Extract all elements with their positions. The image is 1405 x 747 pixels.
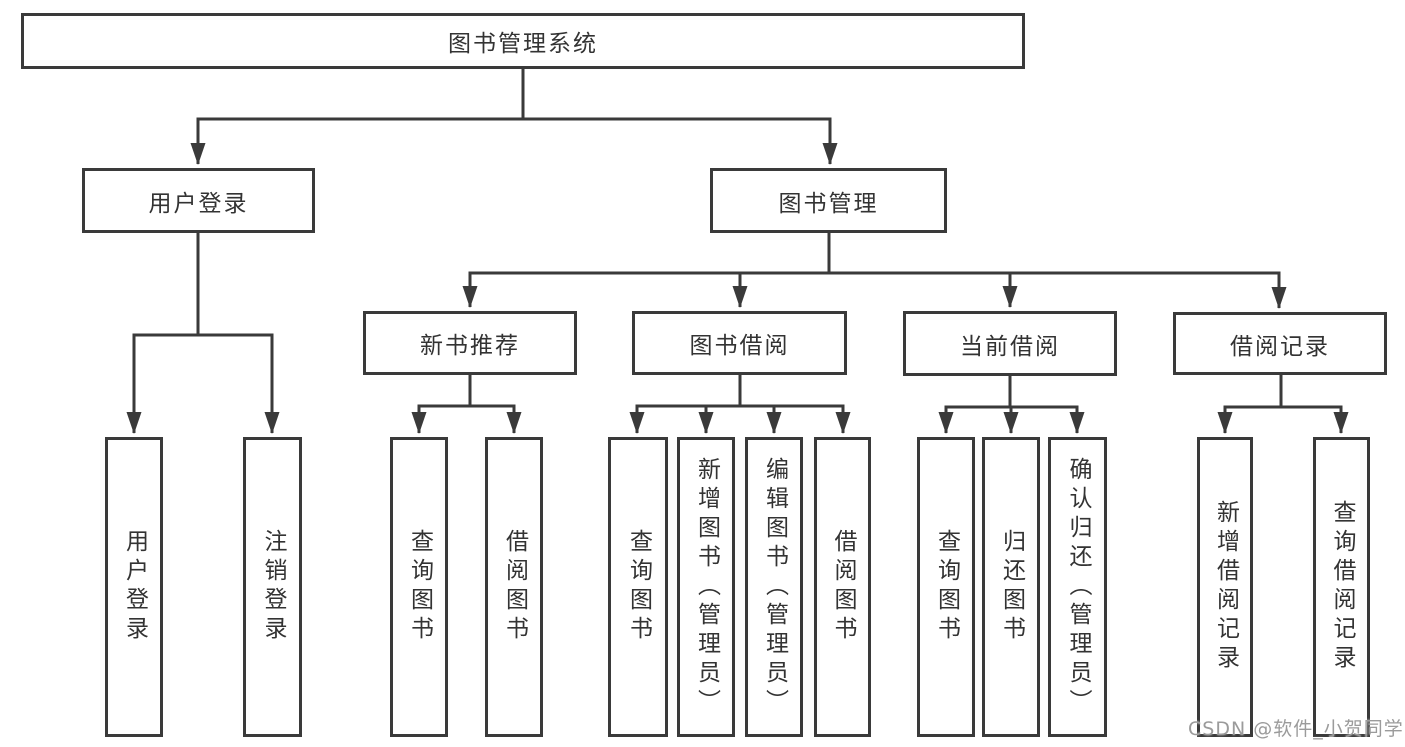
leaf-query-borrow-record: 查询借阅记录 [1313,437,1370,737]
node-book-borrow: 图书借阅 [632,311,847,375]
leaf-borrow-books-1: 借阅图书 [485,437,543,737]
node-library-system: 图书管理系统 [21,13,1025,69]
watermark: CSDN @软件_小贺同学 [1188,718,1404,740]
leaf-add-book-admin: 新增图书（管理员） [677,437,735,737]
leaf-add-borrow-record: 新增借阅记录 [1197,437,1253,737]
node-borrow-records: 借阅记录 [1173,312,1387,375]
leaf-query-books-3: 查询图书 [917,437,975,737]
node-book-management: 图书管理 [710,168,947,233]
leaf-return-book: 归还图书 [982,437,1040,737]
leaf-logout: 注销登录 [243,437,302,737]
leaf-user-login: 用户登录 [105,437,163,737]
leaf-query-books-2: 查询图书 [608,437,668,737]
node-new-book-recommend: 新书推荐 [363,311,577,375]
leaf-borrow-books-2: 借阅图书 [814,437,871,737]
leaf-confirm-return-admin: 确认归还（管理员） [1048,437,1107,737]
leaf-query-books-1: 查询图书 [390,437,448,737]
node-current-borrow: 当前借阅 [903,311,1117,376]
node-user-login: 用户登录 [82,168,315,233]
leaf-edit-book-admin: 编辑图书（管理员） [745,437,803,737]
